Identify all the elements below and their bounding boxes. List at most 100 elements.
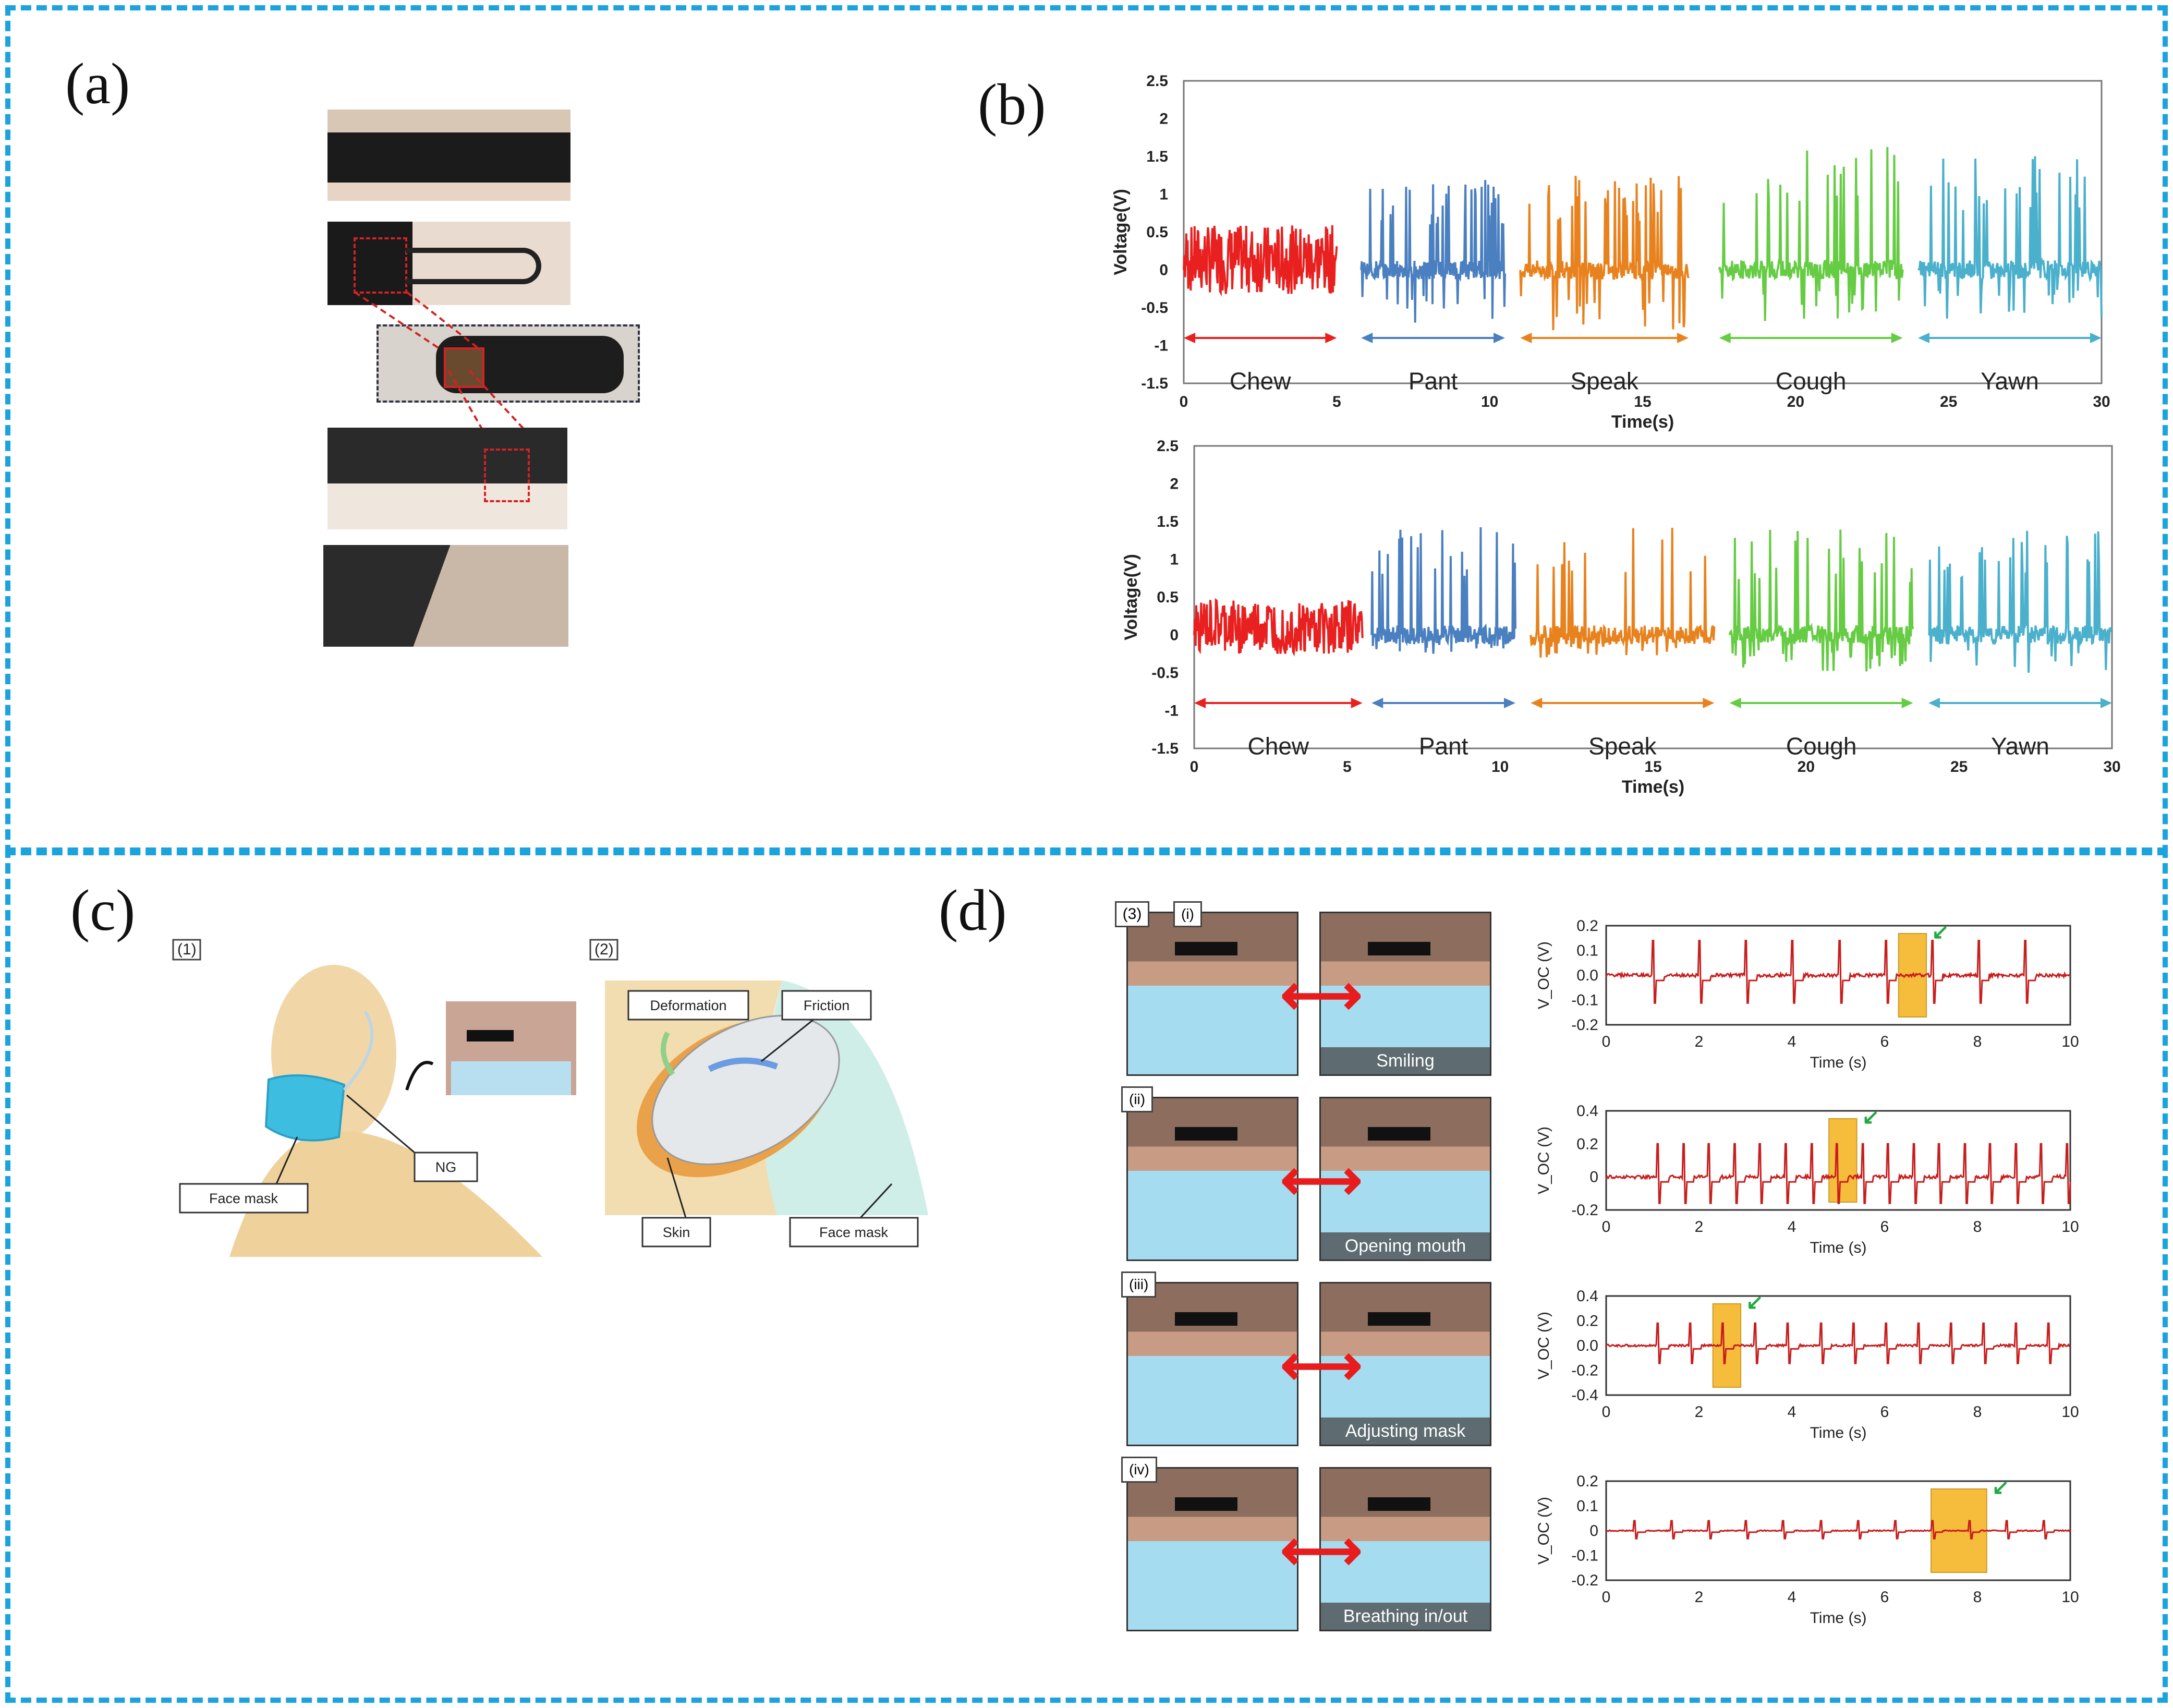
y-tick-label: 0.1: [1576, 1498, 1598, 1515]
y-tick-label: 0: [1159, 262, 1168, 279]
face-photo-neutral: [1126, 1282, 1298, 1446]
x-tick-label: 0: [1190, 758, 1199, 776]
x-tick-label: 2: [1695, 1218, 1704, 1235]
y-tick-label: 0.2: [1576, 1473, 1598, 1490]
y-axis-label: V_OC (V): [1535, 1126, 1552, 1194]
eye-bar: [1368, 1127, 1430, 1141]
y-tick-label: -0.1: [1571, 1547, 1598, 1565]
arrow-head-left: [1184, 333, 1195, 343]
action-caption: Opening mouth: [1321, 1232, 1490, 1259]
y-tick-label: 0.0: [1576, 1337, 1598, 1354]
x-tick-label: 0: [1180, 393, 1188, 410]
friction-leader: [761, 1019, 814, 1062]
x-tick-label: 30: [2093, 393, 2110, 410]
ng-callout-text: NG: [435, 1159, 457, 1175]
panel-a-label: (a): [65, 52, 130, 116]
x-tick-label: 4: [1788, 1033, 1796, 1050]
face-mask-shape: [264, 1074, 346, 1142]
x-tick-label: 2: [1695, 1403, 1704, 1421]
x-tick-label: 5: [1332, 393, 1341, 410]
face-mask-leader: [275, 1136, 298, 1184]
sensor-box-2: [484, 449, 530, 502]
face-mask-2-callout: [789, 1217, 919, 1247]
signal-cough: [1718, 147, 1904, 321]
x-tick-label: 10: [2061, 1033, 2079, 1050]
voc-signal: [1605, 1322, 2070, 1364]
y-tick-label: 0.2: [1576, 1135, 1598, 1153]
action-caption: Adjusting mask: [1321, 1418, 1490, 1445]
x-tick-label: 10: [1481, 393, 1498, 410]
arrow-head-left: [1729, 698, 1741, 708]
x-tick-label: 0: [1602, 1218, 1611, 1235]
signal-yawn: [1917, 156, 2103, 319]
signal-cough: [1728, 529, 1914, 672]
y-tick-label: 2.5: [1157, 438, 1179, 455]
x-tick-label: 15: [1634, 393, 1651, 410]
x-tick-label: 0: [1602, 1589, 1611, 1606]
arrow-head-left: [1371, 698, 1383, 708]
pointer-arrow: ↙: [1862, 1106, 1880, 1129]
face-mask-2-callout-text: Face mask: [819, 1225, 889, 1240]
x-tick-label: 20: [1798, 758, 1815, 776]
series-label-pant: Pant: [1419, 733, 1468, 760]
subpanel-2-label: (2): [594, 941, 614, 958]
plot-area: [1193, 445, 2113, 749]
arrow-head-right: [2101, 698, 2112, 708]
y-tick-label: -0.5: [1141, 299, 1168, 317]
arrow-head-left: [1520, 333, 1532, 343]
x-axis-label: Time(s): [1622, 777, 1684, 797]
skin-leader: [666, 1157, 687, 1218]
series-label-yawn: Yawn: [1991, 733, 2049, 760]
x-tick-label: 8: [1973, 1589, 1982, 1606]
mask-photo-front: [327, 110, 570, 201]
arrow-head-right: [1351, 698, 1363, 708]
x-tick-label: 10: [2061, 1403, 2079, 1421]
y-tick-label: 0: [1589, 1169, 1598, 1186]
x-tick-label: 0: [1602, 1403, 1611, 1421]
series-label-speak: Speak: [1570, 368, 1638, 395]
pointer-arrow: ↙: [1746, 1291, 1764, 1314]
x-tick-label: 0: [1602, 1033, 1611, 1050]
series-label-chew: Chew: [1230, 368, 1291, 395]
y-tick-label: 2: [1170, 476, 1179, 493]
comparison-arrow: ⟷: [1280, 1148, 1363, 1212]
skin-callout: [641, 1217, 711, 1247]
signal-chew: [1183, 225, 1338, 297]
arrow-head-left: [1531, 698, 1543, 708]
deformation-callout-text: Deformation: [650, 998, 726, 1013]
y-tick-label: -0.2: [1571, 1016, 1598, 1034]
y-tick-label: 1: [1159, 186, 1168, 203]
subpanel-1-box: [172, 939, 201, 961]
arrow-head-right: [1901, 698, 1913, 708]
x-axis-label: Time (s): [1810, 1054, 1867, 1071]
friction-callout-text: Friction: [804, 998, 850, 1013]
x-tick-label: 4: [1788, 1403, 1796, 1421]
face-mask-callout-text: Face mask: [209, 1191, 278, 1206]
series-label-chew: Chew: [1248, 733, 1309, 760]
series-label-pant: Pant: [1409, 368, 1458, 395]
y-tick-label: 0.5: [1146, 224, 1168, 241]
arrow-head-right: [1703, 698, 1715, 708]
mask-photo-side: [327, 222, 570, 305]
y-tick-label: 0.1: [1576, 942, 1598, 960]
zoom-connector-lines: [354, 291, 538, 444]
face-photo-neutral: [1126, 1467, 1298, 1631]
friction-arrow: [708, 1057, 779, 1072]
skin-callout-text: Skin: [663, 1225, 690, 1240]
comparison-arrow: ⟷: [1280, 1333, 1363, 1397]
mask-photo-angle: [323, 545, 568, 647]
y-tick-label: 0.2: [1576, 1313, 1598, 1330]
panel-ab-frame: [5, 5, 2168, 855]
y-tick-label: 2.5: [1146, 72, 1168, 90]
deformation-callout: [627, 990, 749, 1021]
row-tag: (iii): [1121, 1271, 1157, 1298]
arrow-head-left: [1918, 333, 1929, 343]
action-caption: Smiling: [1321, 1047, 1490, 1074]
ng-leader: [346, 1094, 415, 1154]
face-photo-action: Breathing in/out: [1319, 1467, 1491, 1631]
x-axis-label: Time (s): [1810, 1609, 1867, 1627]
series-label-cough: Cough: [1776, 368, 1847, 395]
